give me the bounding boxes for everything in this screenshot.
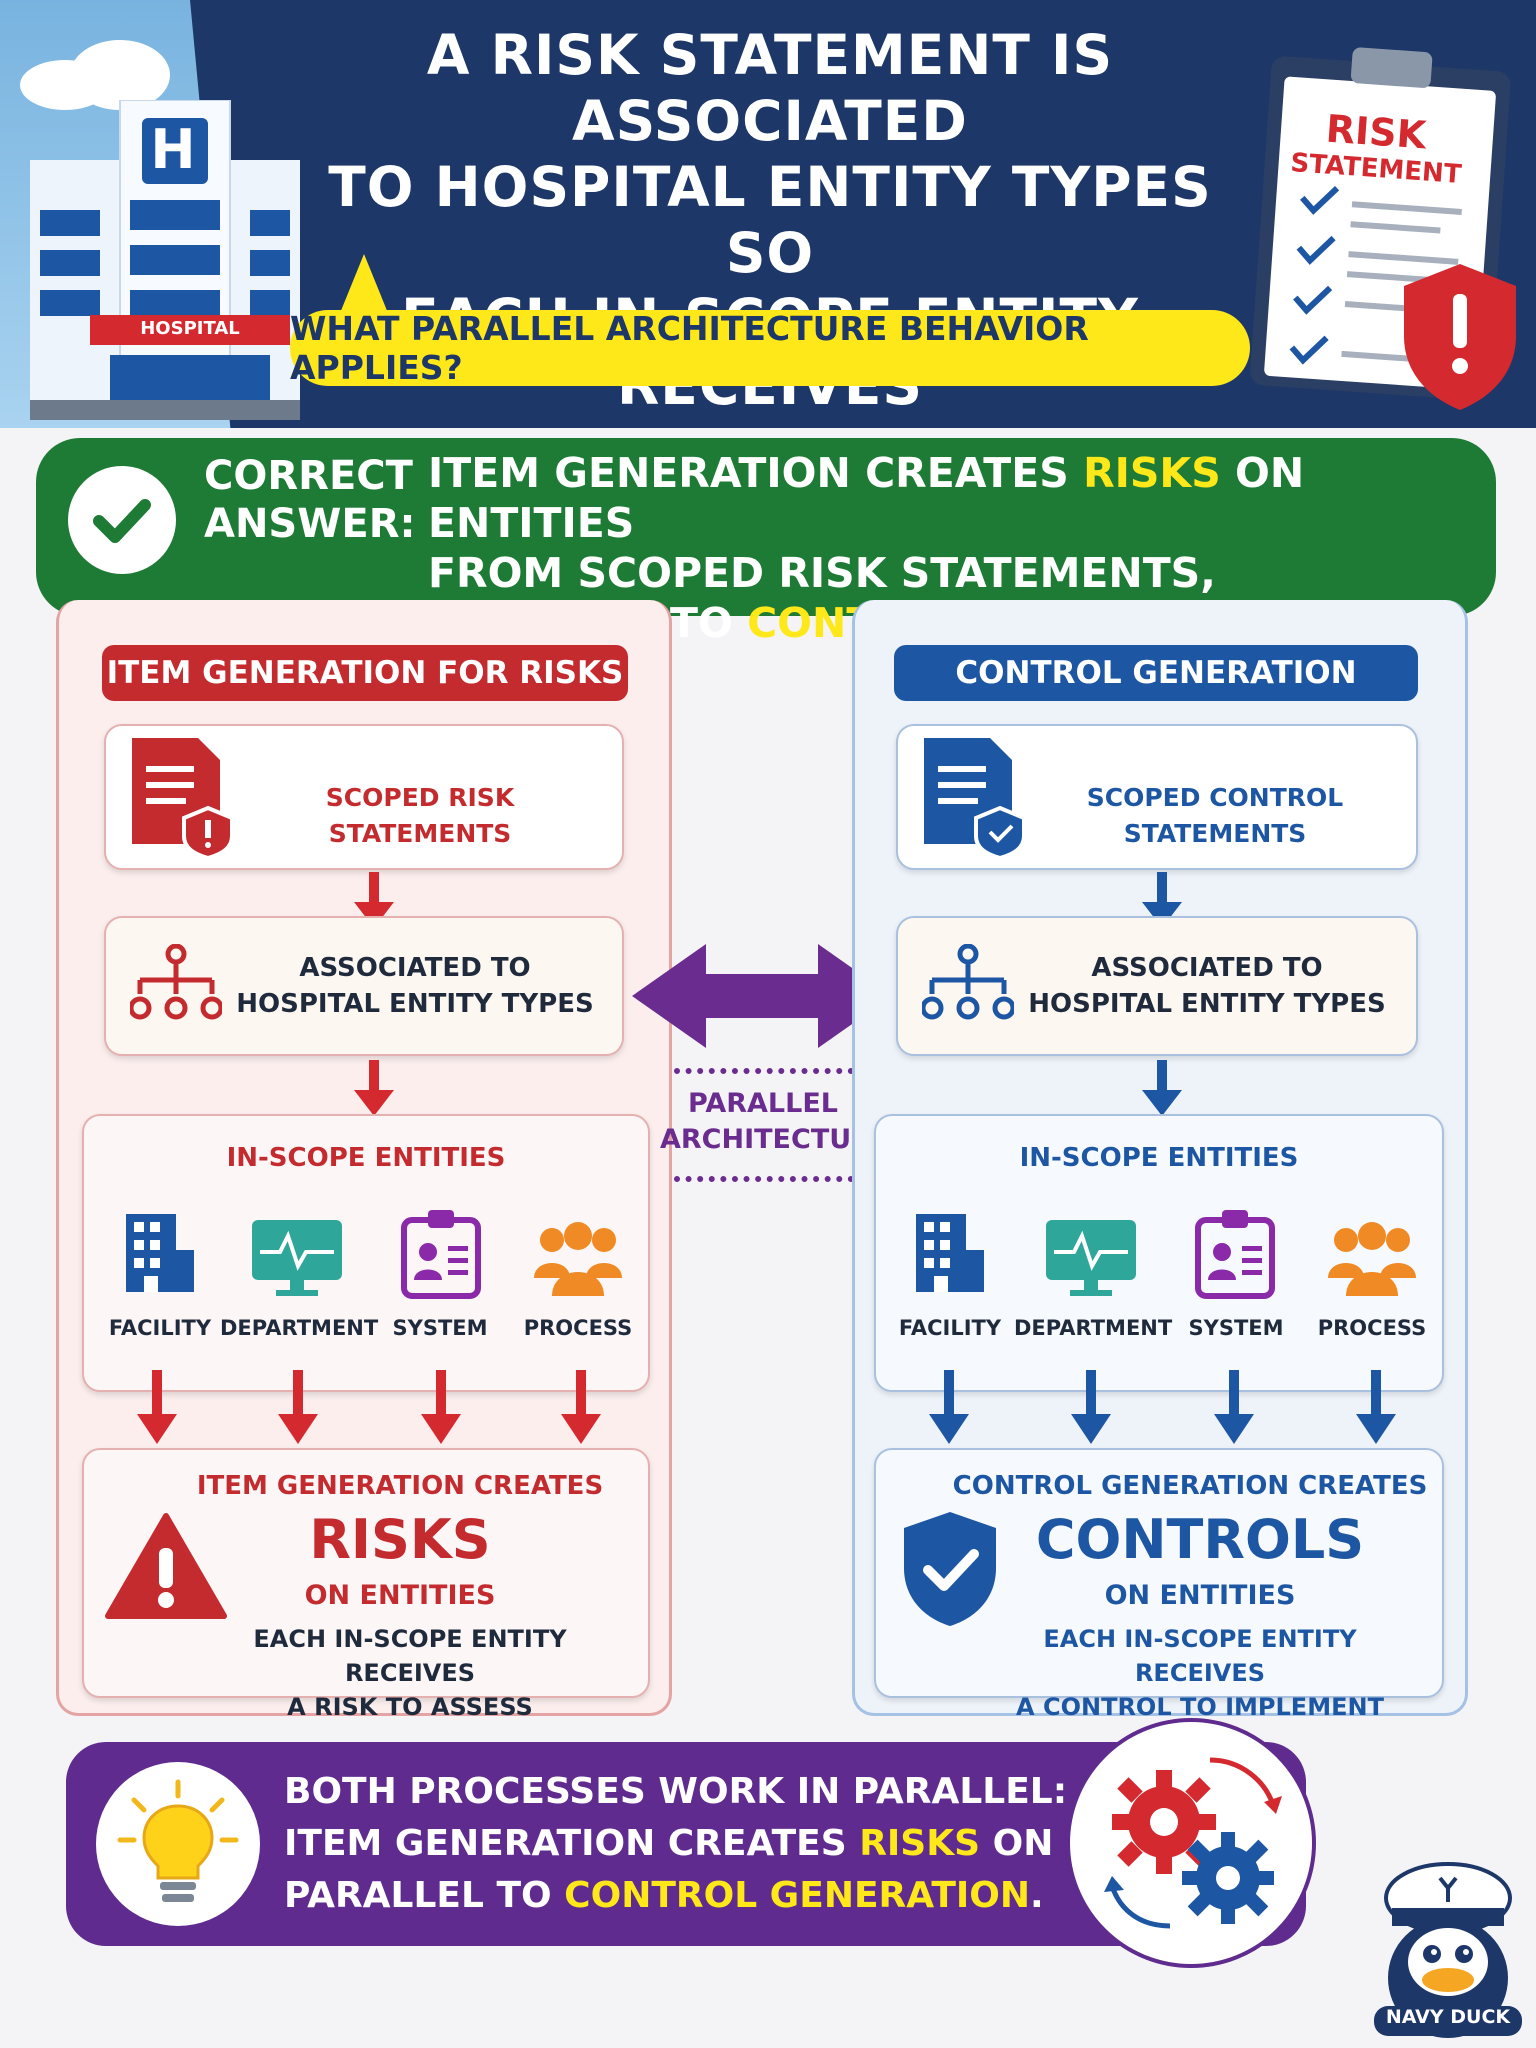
association-line: HOSPITAL ENTITY TYPES (1028, 989, 1386, 1019)
speech-tail (338, 254, 390, 318)
risk-result-note: EACH IN-SCOPE ENTITY RECEIVES A RISK TO … (190, 1622, 630, 1724)
hierarchy-icon (130, 944, 222, 1020)
system-badge-icon (1195, 1210, 1275, 1299)
down-arrow-icon (137, 1370, 177, 1444)
answer-label-line: ANSWER: (204, 501, 416, 547)
note-line: EACH IN-SCOPE ENTITY RECEIVES (1043, 1625, 1357, 1687)
control-association-label: ASSOCIATED TO HOSPITAL ENTITY TYPES (1022, 950, 1392, 1022)
facility-icon (126, 1214, 194, 1292)
navy-duck-mascot-icon (1374, 1862, 1522, 2038)
down-arrow-icon (1071, 1370, 1111, 1444)
summary-line: BOTH PROCESSES WORK IN PARALLEL: (284, 1771, 1068, 1812)
shield-check-icon (904, 1512, 996, 1626)
risk-inscope-title: IN-SCOPE ENTITIES (226, 1143, 506, 1173)
parallel-label-line: PARALLEL (688, 1088, 838, 1119)
down-arrow-icon (354, 872, 394, 928)
headline-line: TO HOSPITAL ENTITY TYPES SO (328, 155, 1212, 285)
control-inscope-title: IN-SCOPE ENTITIES (1019, 1143, 1299, 1173)
warning-triangle-icon (105, 1513, 227, 1619)
down-arrow-icon (354, 1060, 394, 1116)
gears-icon (1104, 1757, 1282, 1929)
entity-label: SYSTEM (1188, 1316, 1284, 1340)
controls-big-label: CONTROLS (1035, 1508, 1365, 1571)
parallel-double-arrow-icon (632, 944, 892, 1048)
answer-label: CORRECT ANSWER: (204, 452, 415, 548)
department-monitor-icon (252, 1220, 342, 1296)
down-arrow-icon (1142, 872, 1182, 928)
summary-text-part: ITEM GENERATION CREATES (284, 1823, 860, 1864)
control-panel-title: CONTROL GENERATION (894, 645, 1418, 701)
note-line: EACH IN-SCOPE ENTITY RECEIVES (253, 1625, 567, 1687)
answer-text-line: FROM SCOPED RISK STATEMENTS, (428, 549, 1216, 597)
correct-answer-band (36, 438, 1496, 616)
answer-label-line: CORRECT (204, 453, 413, 499)
down-arrow-icon (278, 1370, 318, 1444)
risk-document-icon (132, 738, 234, 856)
check-circle-icon (68, 466, 176, 574)
headline-line: A RISK STATEMENT IS ASSOCIATED (426, 23, 1114, 153)
department-monitor-icon (1046, 1220, 1136, 1296)
control-statements-label: SCOPED CONTROL STATEMENTS (1086, 783, 1344, 848)
system-badge-icon (401, 1210, 481, 1299)
control-document-icon (924, 738, 1026, 856)
cloud (70, 40, 170, 110)
note-line: A RISK TO ASSESS (287, 1693, 533, 1721)
down-arrow-icon (1214, 1370, 1254, 1444)
down-arrow-icon (421, 1370, 461, 1444)
parallel-label-line: ARCHITECTURE (660, 1124, 891, 1155)
note-line: A CONTROL TO IMPLEMENT (1016, 1693, 1384, 1721)
answer-text-part: ITEM GENERATION CREATES (428, 449, 1084, 497)
association-line: ASSOCIATED TO (299, 953, 531, 983)
dotted-divider (674, 1068, 854, 1074)
clipboard-icon (1250, 47, 1516, 410)
dotted-divider (674, 1176, 854, 1182)
risk-panel-title: ITEM GENERATION FOR RISKS (102, 645, 628, 701)
risk-association-label: ASSOCIATED TO HOSPITAL ENTITY TYPES (230, 950, 600, 1022)
down-arrow-icon (1356, 1370, 1396, 1444)
hospital-building-icon (30, 100, 300, 420)
entity-label: FACILITY (108, 1316, 212, 1340)
hierarchy-icon (922, 944, 1014, 1020)
association-line: HOSPITAL ENTITY TYPES (236, 989, 594, 1019)
entity-label: PROCESS (1317, 1316, 1427, 1340)
entity-label: FACILITY (898, 1316, 1002, 1340)
control-on-entities: ON ENTITIES (1104, 1580, 1296, 1611)
entity-label: PROCESS (523, 1316, 633, 1340)
risks-big-label: RISKS (309, 1508, 491, 1571)
hospital-sign: HOSPITAL (140, 318, 240, 339)
summary-text-part: . (1030, 1875, 1044, 1916)
summary-text-part: PARALLEL TO (284, 1875, 565, 1916)
association-line: ASSOCIATED TO (1091, 953, 1323, 983)
control-association-card (896, 916, 1418, 1056)
risk-on-entities: ON ENTITIES (304, 1580, 496, 1611)
control-result-note: EACH IN-SCOPE ENTITY RECEIVES A CONTROL … (980, 1622, 1420, 1724)
process-people-icon (1328, 1222, 1416, 1296)
process-people-icon (534, 1222, 622, 1296)
parallel-architecture-label: PARALLEL ARCHITECTURE (660, 1086, 891, 1158)
summary-highlight: RISKS (859, 1823, 981, 1864)
navy-duck-label: NAVY DUCK (1385, 2006, 1511, 2028)
headline-highlight: A RISK TO ASSESS. (300, 418, 1240, 428)
summary-highlight: CONTROL GENERATION (564, 1875, 1031, 1916)
control-result-caption: CONTROL GENERATION CREATES (952, 1471, 1428, 1501)
hospital-letter: H (150, 118, 196, 181)
entity-label: DEPARTMENT (220, 1316, 379, 1340)
down-arrow-icon (929, 1370, 969, 1444)
risk-statements-label: SCOPED RISK STATEMENTS (325, 783, 515, 848)
entity-label: SYSTEM (392, 1316, 488, 1340)
entity-label: DEPARTMENT (1014, 1316, 1173, 1340)
risk-result-caption: ITEM GENERATION CREATES (196, 1471, 604, 1501)
answer-text-part: ON ENTITIES (428, 449, 1305, 547)
header-banner: H HOSPITAL RISK STATEMENT A RISK STATEME… (0, 0, 1536, 428)
down-arrow-icon (1142, 1060, 1182, 1116)
down-arrow-icon (561, 1370, 601, 1444)
facility-icon (916, 1214, 984, 1292)
answer-highlight: RISKS (1083, 449, 1221, 497)
light-bulb-icon (117, 1779, 239, 1902)
question-bubble: WHAT PARALLEL ARCHITECTURE BEHAVIOR APPL… (290, 309, 1250, 387)
risk-association-card (104, 916, 624, 1056)
